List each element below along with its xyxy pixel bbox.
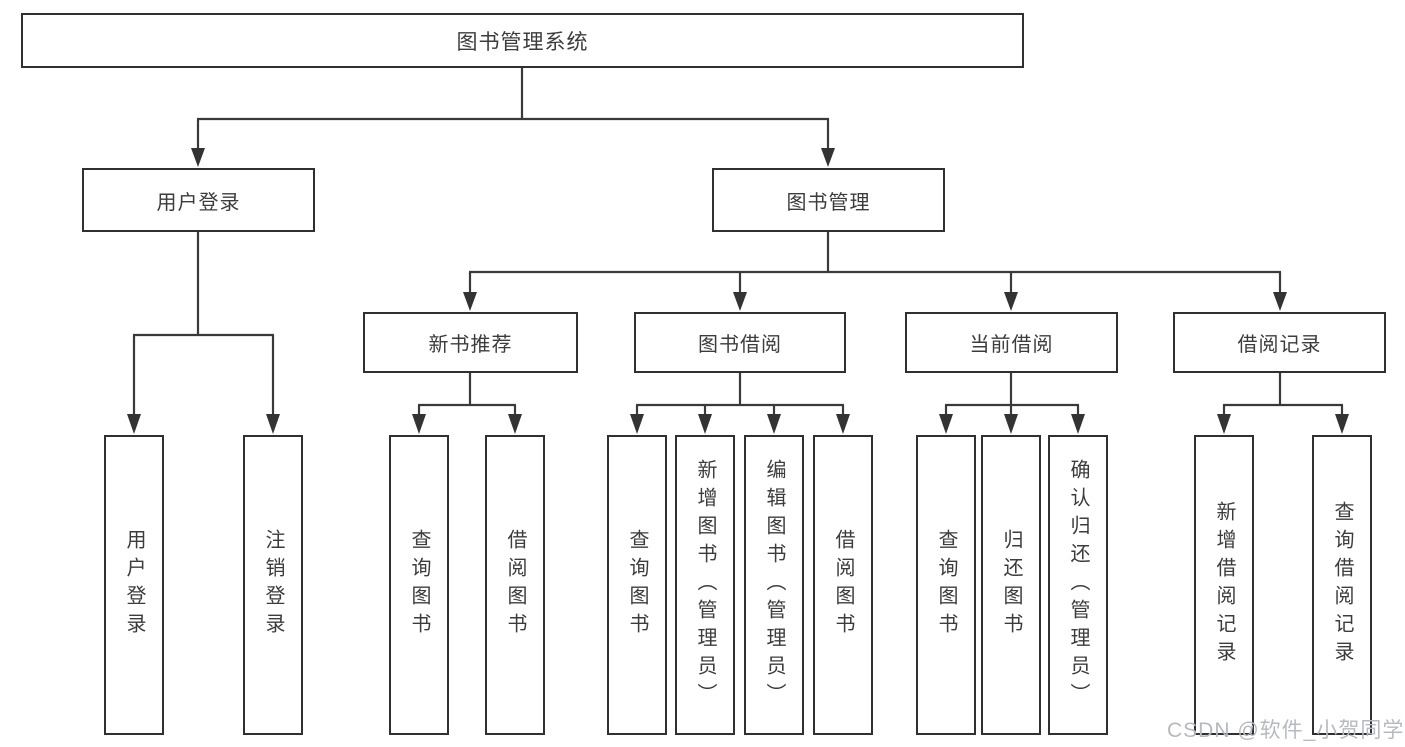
node-book-management: 图书管理 [712,168,945,232]
leaf-query-borrow-record: 查询借阅记录 [1312,435,1372,735]
leaf-add-books-admin: 新增图书（管理员） [675,435,735,735]
leaf-query-books-borrow: 查询图书 [607,435,667,735]
leaf-return-books: 归还图书 [981,435,1041,735]
leaf-borrow-books: 借阅图书 [813,435,873,735]
leaf-add-borrow-record-label: 新增借阅记录 [1213,501,1235,669]
leaf-logout-login: 注销登录 [243,435,303,735]
leaf-confirm-return-admin: 确认归还（管理员） [1048,435,1108,735]
node-user-login: 用户登录 [82,168,315,232]
leaf-return-books-label: 归还图书 [1000,529,1022,641]
leaf-query-borrow-record-label: 查询借阅记录 [1331,501,1353,669]
leaf-logout-login-label: 注销登录 [262,529,284,641]
node-book-borrowing: 图书借阅 [634,312,846,373]
leaf-query-books-recommend: 查询图书 [389,435,449,735]
leaf-add-books-admin-label: 新增图书（管理员） [694,459,716,711]
leaf-confirm-return-admin-label: 确认归还（管理员） [1067,459,1089,711]
node-new-book-recommend: 新书推荐 [363,312,578,373]
node-current-borrowing: 当前借阅 [905,312,1118,373]
leaf-user-login-label: 用户登录 [123,529,145,641]
node-borrowing-records: 借阅记录 [1173,312,1386,373]
leaf-borrow-books-recommend: 借阅图书 [485,435,545,735]
node-root: 图书管理系统 [21,13,1024,68]
leaf-query-books-current-label: 查询图书 [935,529,957,641]
leaf-edit-books-admin-label: 编辑图书（管理员） [763,459,785,711]
leaf-query-books-current: 查询图书 [916,435,976,735]
leaf-add-borrow-record: 新增借阅记录 [1194,435,1254,735]
leaf-edit-books-admin: 编辑图书（管理员） [744,435,804,735]
watermark: CSDN @软件_小贺同学 [1167,719,1405,742]
leaf-query-books-borrow-label: 查询图书 [626,529,648,641]
leaf-user-login: 用户登录 [104,435,164,735]
leaf-borrow-books-recommend-label: 借阅图书 [504,529,526,641]
leaf-query-books-recommend-label: 查询图书 [408,529,430,641]
leaf-borrow-books-label: 借阅图书 [832,529,854,641]
